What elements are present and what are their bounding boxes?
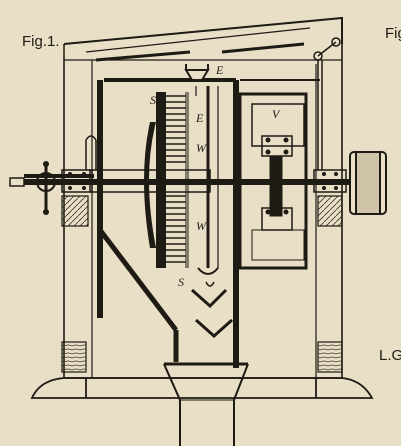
- figure-title: Fig.1.: [22, 33, 60, 50]
- shaft-bearings: [61, 169, 338, 193]
- wood-beam-left-lower: [61, 341, 87, 373]
- flywheel-icon: [36, 161, 56, 215]
- label-E-top: E: [215, 63, 224, 77]
- label-S-upper: S: [150, 93, 156, 107]
- beater-chamber: [195, 86, 219, 275]
- wood-beam-left-upper: [61, 195, 89, 227]
- side-pipe: [85, 135, 97, 170]
- fan-housing: [238, 92, 308, 270]
- outlet-pipe: [163, 362, 249, 446]
- label-W-upper: W: [196, 141, 207, 155]
- drive-pulley: [349, 151, 387, 215]
- top-lid: [63, 16, 343, 62]
- main-shaft: [9, 161, 354, 215]
- base-plate: [30, 377, 374, 399]
- label-S-lower: S: [178, 275, 184, 289]
- wood-beam-right-upper: [317, 195, 343, 227]
- feed-hopper: [184, 64, 210, 81]
- discharge-hopper: [98, 228, 239, 362]
- wood-beam-right-lower: [317, 341, 343, 373]
- label-V: V: [272, 107, 281, 121]
- scale-label: L.G: [379, 347, 401, 364]
- lever-arm: [313, 37, 341, 170]
- next-figure-title: Fig: [385, 25, 401, 42]
- label-W-lower: W: [196, 219, 207, 233]
- label-E-mid: E: [195, 111, 204, 125]
